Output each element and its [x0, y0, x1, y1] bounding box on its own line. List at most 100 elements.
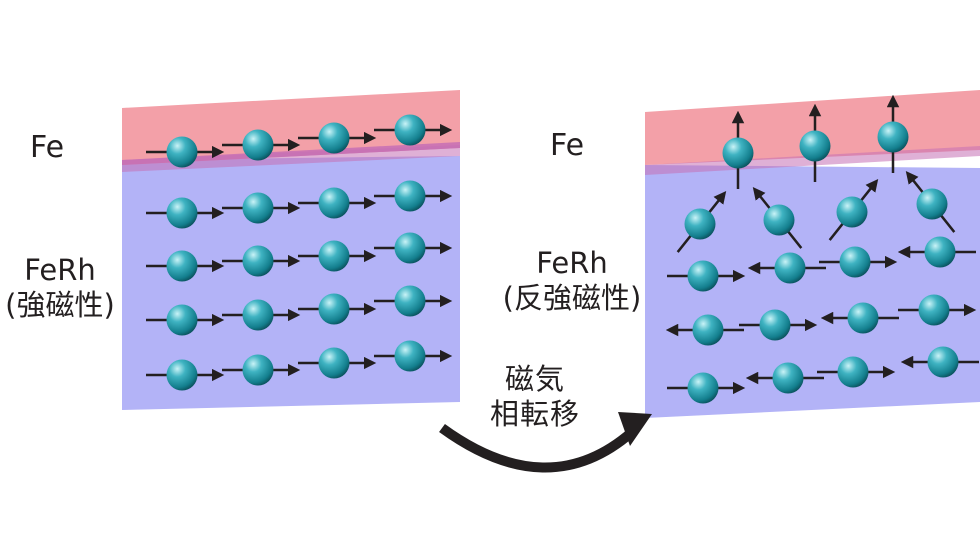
- left-ferh-name: FeRh: [24, 253, 96, 287]
- right-ferh-name: FeRh: [536, 246, 608, 280]
- right-ferh-spin-r2-c3: [819, 246, 898, 278]
- right-ferh-spin-r2-c4: [897, 236, 976, 268]
- left-ferh-spin-r2-c1: [146, 250, 225, 282]
- left-fe-spin-3: [298, 122, 377, 154]
- left-ferh-spin-r4-c3-atom: [318, 347, 350, 379]
- left-ferh-spin-r3-c3-atom: [318, 293, 350, 325]
- right-ferh-spin-r3-c1: [665, 314, 744, 346]
- right-ferh-spin-r1-c3-atom: [836, 196, 868, 228]
- right-ferh-spin-r1-c4: [905, 171, 956, 233]
- right-fe-spin-2: [799, 103, 831, 182]
- right-fe-spin-3-atom: [877, 121, 909, 153]
- left-ferh-spin-r2-c2: [222, 245, 301, 277]
- right-spin-lattice: [665, 94, 979, 404]
- right-ferh-spin-r1-c4-atom: [916, 188, 948, 220]
- right-fe-spin-1-atom: [722, 137, 754, 169]
- left-fe-spin-4: [374, 114, 453, 146]
- transition-label: 磁気 相転移: [470, 362, 600, 432]
- left-ferh-spin-r4-c3: [298, 347, 377, 379]
- right-ferh-spin-r2-c2: [747, 252, 826, 284]
- left-ferh-label: FeRh (強磁性): [0, 253, 120, 323]
- right-ferh-spin-r1-c1: [676, 191, 727, 253]
- left-ferh-spin-r3-c1: [146, 304, 225, 336]
- right-ferh-spin-r3-c4: [898, 294, 977, 326]
- left-ferh-spin-r2-c3-atom: [318, 240, 350, 272]
- right-ferh-spin-r3-c2: [739, 309, 818, 341]
- left-ferh-spin-r4-c4: [374, 340, 453, 372]
- right-ferh-spin-r3-c2-atom: [759, 309, 791, 341]
- right-ferh-spin-r4-c3-atom: [837, 356, 869, 388]
- left-ferh-spin-r2-c1-atom: [166, 250, 198, 282]
- right-ferh-spin-r2-c2-atom: [774, 252, 806, 284]
- left-ferh-spin-r1-c2: [222, 192, 301, 224]
- left-slab: [122, 90, 460, 410]
- right-ferh-spin-r3-c4-atom: [918, 294, 950, 326]
- right-ferh-spin-r4-c4-atom: [927, 346, 959, 378]
- right-fe-spin-2-atom: [799, 130, 831, 162]
- right-ferh-spin-r4-c2: [745, 362, 824, 394]
- transition-arrowhead: [618, 412, 652, 446]
- right-ferh-spin-r3-c1-atom: [692, 314, 724, 346]
- left-ferh-spin-r4-c2-atom: [242, 354, 274, 386]
- left-fe-spin-1: [146, 136, 225, 168]
- right-slab: [645, 90, 980, 418]
- left-fe-label: Fe: [30, 130, 65, 165]
- right-ferh-spin-r4-c3: [817, 356, 896, 388]
- left-fe-bottom-shade: [122, 145, 460, 172]
- left-fe-layer: [122, 90, 460, 165]
- left-ferh-spin-r4-c4-atom: [394, 340, 426, 372]
- right-fe-spin-1: [722, 110, 754, 189]
- right-ferh-spin-r4-c1: [667, 372, 746, 404]
- left-ferh-spin-r4-c1: [146, 359, 225, 391]
- left-ferh-spin-r2-c3: [298, 240, 377, 272]
- right-ferh-spin-r3-c3-atom: [847, 302, 879, 334]
- left-ferh-spin-r3-c2: [222, 299, 301, 331]
- left-fe-spin-2-atom: [242, 129, 274, 161]
- transition-label-line2: 相転移: [489, 396, 580, 431]
- left-ferh-spin-r4-c2: [222, 354, 301, 386]
- left-ferh-spin-r1-c1: [146, 197, 225, 229]
- left-ferh-spin-r2-c2-atom: [242, 245, 274, 277]
- right-ferh-label: FeRh (反強磁性): [492, 246, 652, 316]
- left-ferh-spin-r1-c2-atom: [242, 192, 274, 224]
- left-fe-spin-3-atom: [318, 122, 350, 154]
- left-ferh-spin-r3-c1-atom: [166, 304, 198, 336]
- transition-label-line1: 磁気: [504, 362, 565, 396]
- left-ferh-spin-r1-c3: [298, 187, 377, 219]
- left-ferh-spin-r2-c4: [374, 232, 453, 264]
- left-ferh-spin-r2-c4-atom: [394, 232, 426, 264]
- transition-arrow: [439, 423, 636, 473]
- left-ferh-spin-r4-c1-atom: [166, 359, 198, 391]
- left-ferh-layer: [122, 156, 460, 410]
- left-ferh-spin-r3-c4-atom: [394, 285, 426, 317]
- right-ferh-spin-r1-c3: [828, 179, 879, 241]
- right-ferh-spin-r4-c1-atom: [687, 372, 719, 404]
- right-ferh-spin-r1-c2: [752, 187, 803, 249]
- left-ferh-spin-r1-c1-atom: [166, 197, 198, 229]
- right-ferh-spin-r1-c1-atom: [684, 208, 716, 240]
- left-ferh-spin-r3-c3: [298, 293, 377, 325]
- right-ferh-spin-r4-c2-atom: [772, 362, 804, 394]
- left-ferh-phase: (強磁性): [5, 287, 115, 322]
- right-ferh-spin-r2-c3-atom: [839, 246, 871, 278]
- right-ferh-layer: [645, 165, 980, 418]
- left-ferh-spin-r1-c4-atom: [394, 180, 426, 212]
- left-fe-spin-4-atom: [394, 114, 426, 146]
- left-ferh-spin-r1-c3-atom: [318, 187, 350, 219]
- right-ferh-phase: (反強磁性): [502, 280, 642, 315]
- right-ferh-spin-r2-c4-atom: [924, 236, 956, 268]
- right-fe-spin-3: [877, 94, 909, 173]
- left-fe-spin-1-atom: [166, 136, 198, 168]
- right-ferh-spin-r2-c1-atom: [687, 260, 719, 292]
- left-ferh-spin-r3-c4: [374, 285, 453, 317]
- left-ferh-spin-r3-c2-atom: [242, 299, 274, 331]
- left-ferh-spin-r1-c4: [374, 180, 453, 212]
- right-ferh-spin-r2-c1: [667, 260, 746, 292]
- right-ferh-spin-r4-c4: [900, 346, 979, 378]
- right-fe-label: Fe: [550, 128, 585, 163]
- right-ferh-spin-r1-c2-atom: [763, 204, 795, 236]
- left-spin-lattice: [146, 114, 453, 391]
- right-ferh-spin-r3-c3: [820, 302, 899, 334]
- left-fe-spin-2: [222, 129, 301, 161]
